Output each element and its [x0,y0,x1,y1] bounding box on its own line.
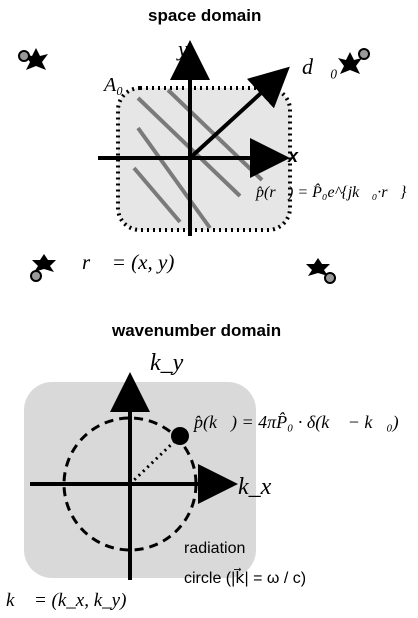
k-x-axis-label: k_x [238,474,272,500]
source-icon [30,254,56,282]
wavenumber-vector: k⃗ = (k_x, k_y) [6,590,127,611]
region-label: A₀ [104,74,124,96]
wavenumber-domain-title: wavenumber domain [112,321,282,340]
direction-vector [188,66,290,160]
source-icon [18,48,48,70]
position-vector: r⃗ = (x, y) [82,250,175,274]
direction-vector-label: d⃗₀ [302,54,338,79]
k0-radius [128,436,180,486]
space-x-axis-label: x [288,146,299,166]
spectral-peak [171,427,189,445]
wave-formula: p̂(r⃗) = P̂₀e^{jk⃗₀·r⃗} [256,184,407,201]
source-icon [306,258,336,284]
spectrum-formula: p̂(k⃗) = 4πP̂₀ · δ(k⃗ − k⃗₀) [194,412,399,432]
source-icon [338,48,370,74]
radiation-label: radiation [184,540,246,557]
space-domain-title: space domain [148,6,262,25]
k-y-axis-label: k_y [150,350,184,376]
circle-label: circle (|k⃗| = ω / c) [184,570,307,587]
space-y-axis-label: y [178,36,188,61]
